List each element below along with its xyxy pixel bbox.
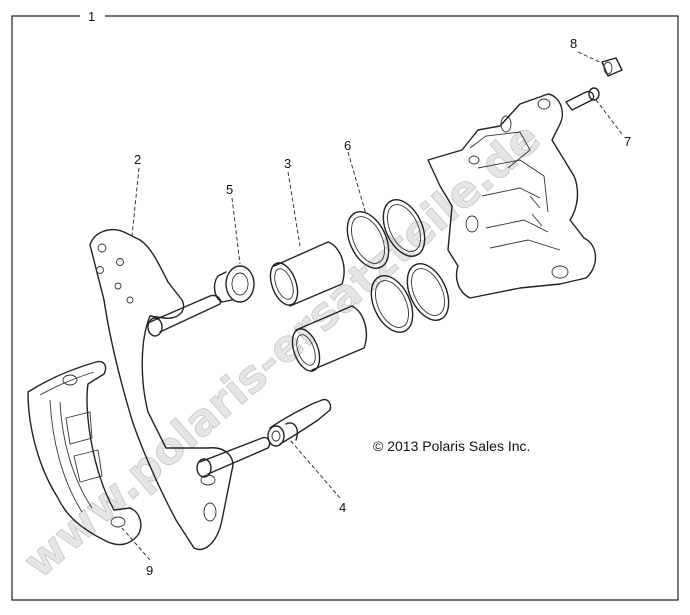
caliper-body-part [427,93,597,299]
piston-upper-part [269,241,345,307]
callout-2: 2 [134,152,141,167]
bleeder-cap-part [601,57,623,77]
callout-9: 9 [146,563,153,578]
piston-lower-part [291,305,368,372]
brake-pad-part [27,360,142,546]
guide-pin-part [267,398,332,447]
bleeder-screw-part [565,87,600,111]
callout-4: 4 [339,500,346,515]
bushing-part [213,265,255,303]
callout-8: 8 [570,36,577,51]
leader-lines [121,51,623,561]
diagram-frame [11,15,679,601]
watermark-text: www.polaris-ersatzteile.de [14,112,551,588]
frame-label: 1 [88,9,95,24]
seal-rings-part [346,199,450,333]
callout-7: 7 [624,134,631,149]
callout-3: 3 [284,156,291,171]
copyright-notice: © 2013 Polaris Sales Inc. [373,438,530,454]
callout-5: 5 [226,182,233,197]
callout-6: 6 [344,138,351,153]
